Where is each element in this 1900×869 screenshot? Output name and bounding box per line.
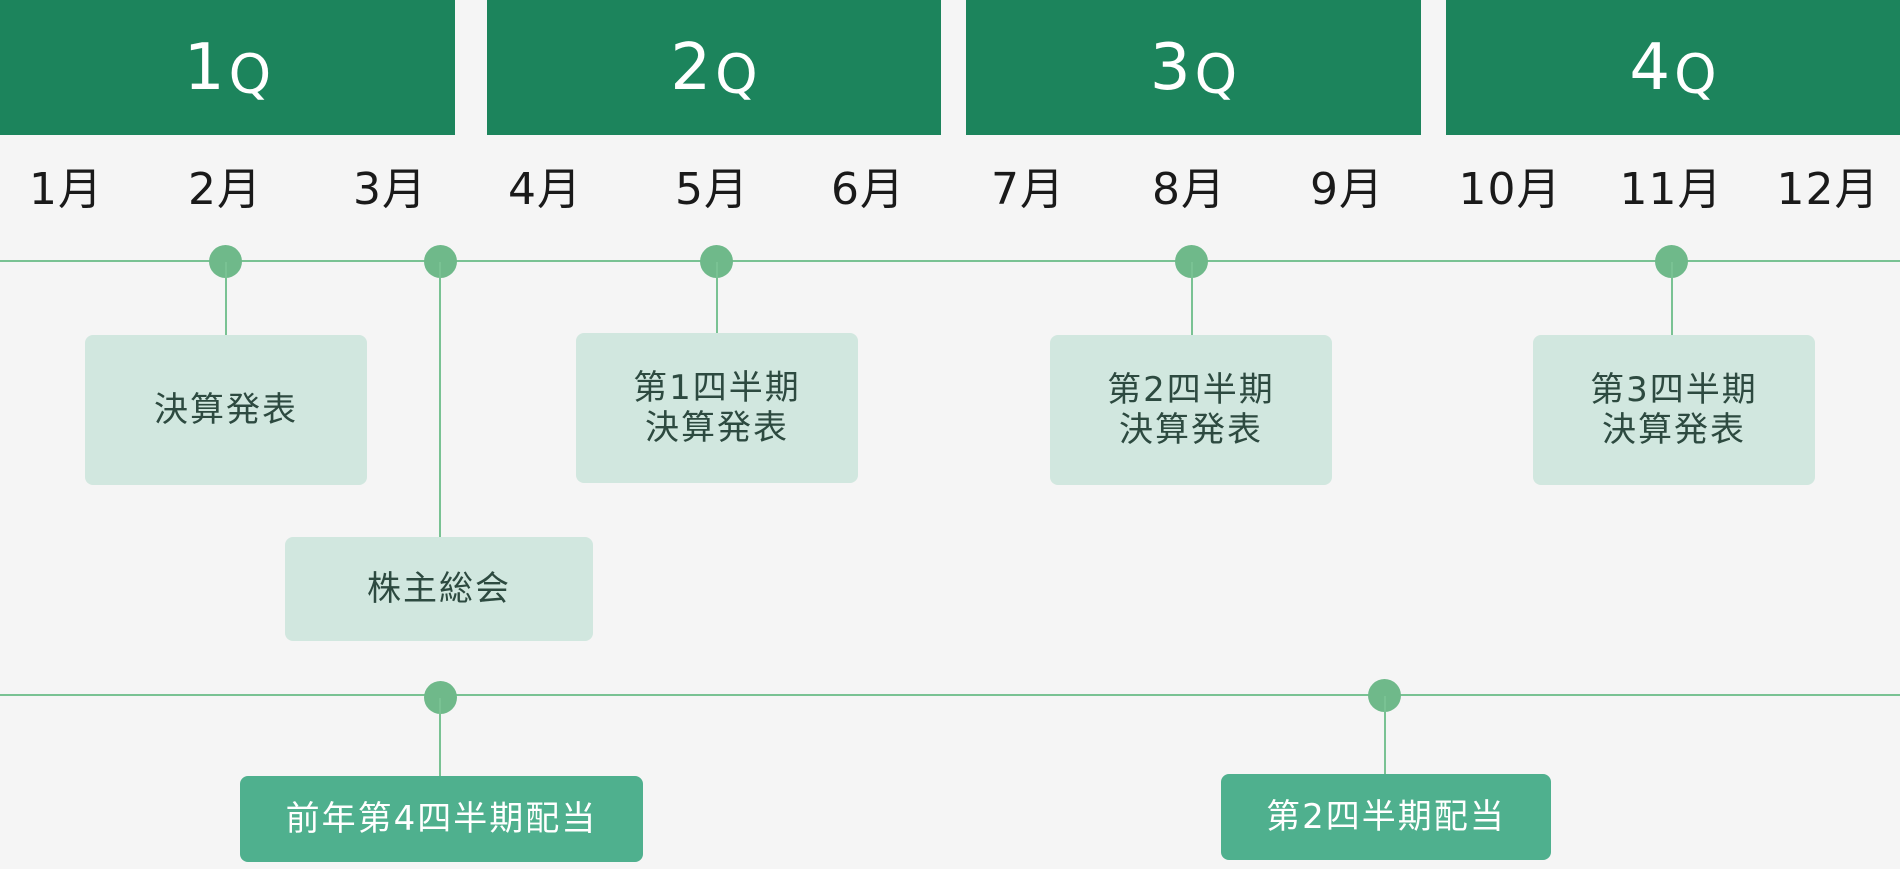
event-box-q1-results: 第1四半期 決算発表 xyxy=(576,333,858,483)
month-label-dec: 12月 xyxy=(1776,164,1880,215)
month-label-nov: 11月 xyxy=(1619,164,1723,215)
month-label-may: 5月 xyxy=(675,164,749,215)
event-label-line2: 決算発表 xyxy=(1118,410,1263,450)
quarter-number: 3 xyxy=(1149,30,1191,105)
event-box-shareholders-meeting: 株主総会 xyxy=(285,537,593,641)
quarter-suffix: Q xyxy=(1674,42,1717,106)
month-label-apr: 4月 xyxy=(508,164,582,215)
timeline-connector xyxy=(225,262,227,335)
quarter-number: 2 xyxy=(670,30,712,105)
dividend-box-prior-year-q4: 前年第4四半期配当 xyxy=(240,776,643,862)
quarter-header-1q: 1 Q xyxy=(0,0,455,135)
timeline-connector xyxy=(1384,696,1386,774)
timeline-connector xyxy=(716,262,718,333)
month-label-aug: 8月 xyxy=(1152,164,1226,215)
timeline-connector xyxy=(439,262,441,537)
dividend-box-q2: 第2四半期配当 xyxy=(1221,774,1551,860)
quarter-number: 1 xyxy=(183,30,225,105)
event-label-line1: 第1四半期 xyxy=(633,368,801,408)
timeline-connector xyxy=(439,698,441,776)
month-label-mar: 3月 xyxy=(353,164,427,215)
timeline-connector xyxy=(1671,262,1673,335)
quarter-suffix: Q xyxy=(1194,42,1238,106)
month-label-jul: 7月 xyxy=(991,164,1065,215)
event-label: 株主総会 xyxy=(367,569,511,609)
quarter-suffix: Q xyxy=(228,42,272,106)
event-box-q2-results: 第2四半期 決算発表 xyxy=(1050,335,1332,485)
quarter-header-3q: 3 Q xyxy=(966,0,1421,135)
timeline-connector xyxy=(1191,262,1193,335)
dividend-label: 前年第4四半期配当 xyxy=(285,799,598,839)
month-label-oct: 10月 xyxy=(1458,164,1562,215)
month-label-jan: 1月 xyxy=(29,164,103,215)
event-label-line1: 第2四半期 xyxy=(1107,370,1275,410)
quarter-number: 4 xyxy=(1629,30,1671,105)
event-label-line1: 第3四半期 xyxy=(1590,370,1758,410)
event-label-line2: 決算発表 xyxy=(1601,410,1746,450)
event-label: 決算発表 xyxy=(154,390,298,430)
quarter-header-2q: 2 Q xyxy=(487,0,941,135)
month-label-feb: 2月 xyxy=(188,164,262,215)
events-timeline xyxy=(0,260,1900,262)
dividends-timeline xyxy=(0,694,1900,696)
event-label-line2: 決算発表 xyxy=(644,408,789,448)
event-box-annual-results: 決算発表 xyxy=(85,335,367,485)
quarter-suffix: Q xyxy=(715,42,758,106)
dividend-label: 第2四半期配当 xyxy=(1266,797,1506,837)
quarter-header-4q: 4 Q xyxy=(1446,0,1900,135)
event-box-q3-results: 第3四半期 決算発表 xyxy=(1533,335,1815,485)
month-label-jun: 6月 xyxy=(831,164,905,215)
month-label-sep: 9月 xyxy=(1310,164,1384,215)
